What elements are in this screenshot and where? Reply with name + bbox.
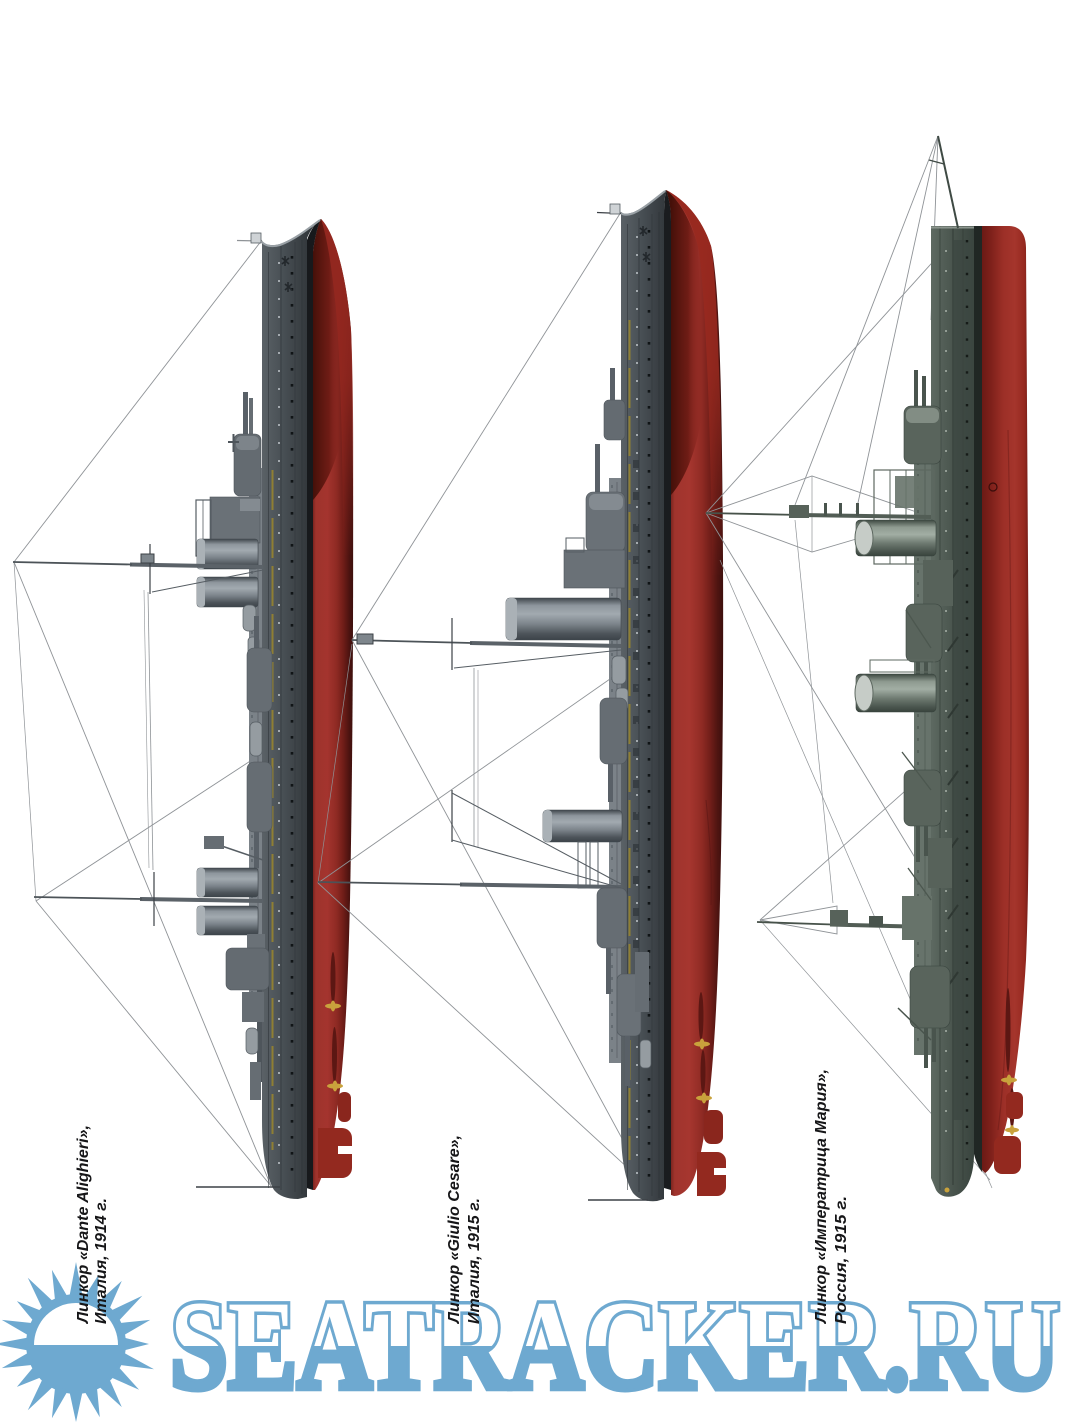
svg-text:SEATRACKER.RU: SEATRACKER.RU bbox=[170, 1276, 1060, 1416]
svg-text:Россия, 1915 г.: Россия, 1915 г. bbox=[833, 1196, 850, 1324]
svg-text:Италия, 1914 г.: Италия, 1914 г. bbox=[93, 1198, 110, 1324]
svg-text:Линкор «Dante Alighieri»,: Линкор «Dante Alighieri», bbox=[75, 1125, 92, 1324]
svg-text:Линкор «Giulio Cesare»,: Линкор «Giulio Cesare», bbox=[446, 1135, 463, 1324]
svg-text:Линкор «Императрица Мария»,: Линкор «Императрица Мария», bbox=[813, 1069, 830, 1324]
svg-text:Италия, 1915 г.: Италия, 1915 г. bbox=[466, 1198, 483, 1324]
svg-text:SEATRACKER.RU: SEATRACKER.RU bbox=[170, 1276, 1060, 1416]
